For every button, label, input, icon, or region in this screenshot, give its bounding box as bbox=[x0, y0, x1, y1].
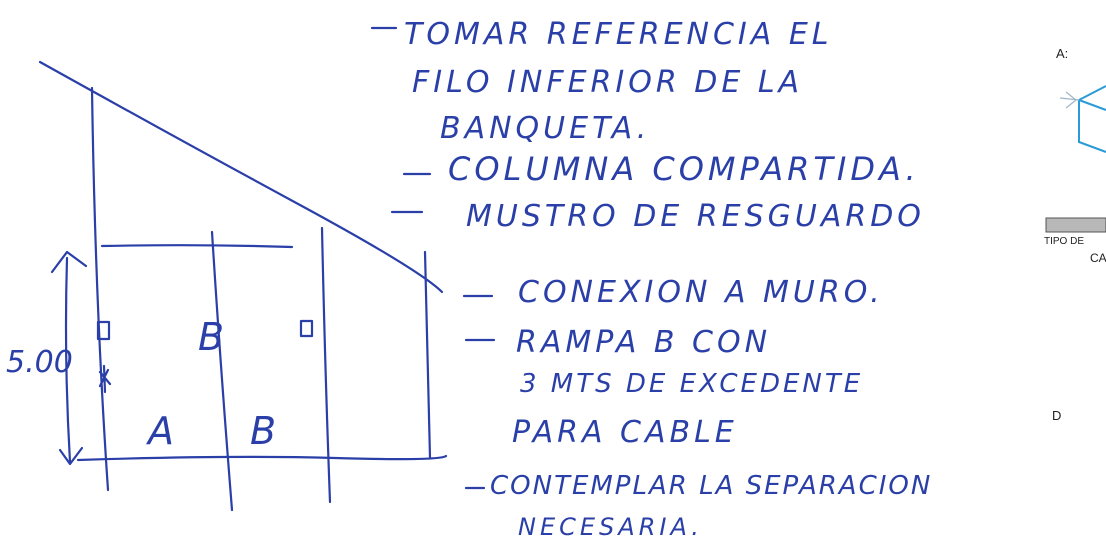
panel-ca-text: CA bbox=[1090, 251, 1106, 265]
note-6-line-2: NECESARIA. bbox=[518, 513, 703, 541]
reference-line bbox=[100, 244, 294, 249]
column-line bbox=[320, 226, 332, 504]
handwritten-notes: TOMAR REFERENCIA EL FILO INFERIOR DE LA … bbox=[370, 17, 932, 541]
slope-line bbox=[38, 60, 444, 294]
note-6-line-1: CONTEMPLAR LA SEPARACION bbox=[490, 471, 932, 501]
note-5-line-1: RAMPA B CON bbox=[516, 325, 771, 360]
bay-a-label: A bbox=[145, 409, 174, 453]
note-1-line-3: BANQUETA. bbox=[440, 111, 650, 146]
dimension-line bbox=[64, 256, 72, 464]
dimension-arrow-top bbox=[50, 250, 88, 274]
bay-b-label: B bbox=[250, 409, 276, 453]
column-tick bbox=[98, 364, 112, 394]
column-line bbox=[423, 250, 432, 460]
column-mark bbox=[96, 320, 111, 341]
note-4: CONEXION A MURO. bbox=[518, 275, 884, 310]
note-1-line-1: TOMAR REFERENCIA EL bbox=[404, 17, 833, 52]
site-sketch: B 5.00 A B bbox=[6, 60, 448, 512]
panel-bar bbox=[1045, 217, 1106, 233]
cube-icon bbox=[1059, 85, 1106, 153]
printed-panel-fragment: A: TIPO DE CA D bbox=[1044, 46, 1106, 423]
panel-tipo-text: TIPO DE bbox=[1044, 236, 1084, 247]
column-mark bbox=[299, 319, 314, 338]
note-5-line-2: 3 MTS DE EXCEDENTE bbox=[520, 369, 863, 399]
dimension-arrow-bottom bbox=[58, 446, 84, 466]
dimension-label: 5.00 bbox=[6, 345, 73, 380]
note-2: COLUMNA COMPARTIDA. bbox=[448, 150, 920, 188]
note-3: MUSTRO DE RESGUARDO bbox=[466, 199, 925, 234]
panel-label-d: D bbox=[1052, 408, 1061, 423]
panel-label-a: A: bbox=[1056, 46, 1068, 61]
note-5-line-3: PARA CABLE bbox=[512, 415, 738, 450]
column-mark-label: B bbox=[198, 315, 224, 359]
column-line bbox=[90, 86, 110, 492]
note-1-line-2: FILO INFERIOR DE LA bbox=[412, 65, 803, 100]
column-line bbox=[210, 230, 234, 512]
ground-line bbox=[76, 454, 448, 462]
